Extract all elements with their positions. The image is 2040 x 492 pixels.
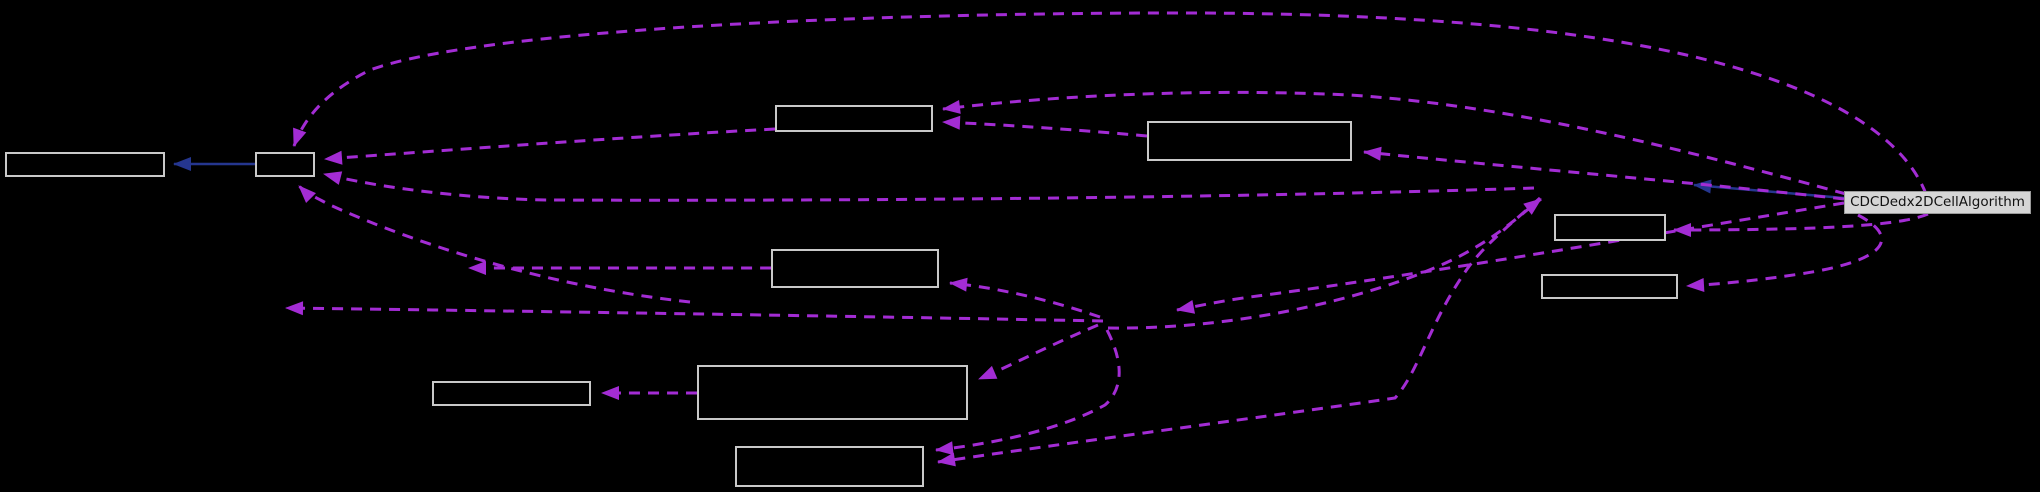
- class-node-E[interactable]: [771, 249, 939, 288]
- usage-to-I: [978, 323, 1099, 381]
- usage-to-C-upper: [942, 90, 1847, 196]
- usage-to-D: [1363, 146, 1845, 201]
- usage-to-F: [1673, 212, 1929, 237]
- class-node-D[interactable]: [1147, 121, 1352, 161]
- usage-up-to-junction2: [1107, 197, 1542, 330]
- main-class-node-cdcdedx2dcellalgorithm: CDCDedx2DCellAlgorithm: [1844, 191, 2031, 214]
- class-node-I[interactable]: [697, 365, 968, 420]
- class-node-F[interactable]: [1554, 214, 1666, 241]
- usage-D-to-C-lower: [942, 115, 1148, 138]
- usage-to-B-bottom: [297, 184, 691, 304]
- class-node-H[interactable]: [432, 381, 591, 406]
- usage-C-to-B-right1: [324, 127, 776, 165]
- class-node-C[interactable]: [775, 105, 933, 132]
- usage-to-E: [949, 277, 1101, 319]
- class-node-B[interactable]: [255, 152, 315, 177]
- class-node-A[interactable]: [5, 152, 165, 177]
- class-node-J[interactable]: [735, 446, 924, 487]
- usage-flat-to-B-right2: [323, 171, 1535, 202]
- usage-long-to-J-lower: [937, 196, 1542, 467]
- usage-top-arc-to-B-top: [292, 11, 1928, 195]
- usage-bow-to-J-upper: [935, 329, 1121, 456]
- class-node-G[interactable]: [1541, 274, 1678, 299]
- usage-main-to-junction: [1176, 201, 1845, 314]
- usage-long-west: [285, 301, 1104, 323]
